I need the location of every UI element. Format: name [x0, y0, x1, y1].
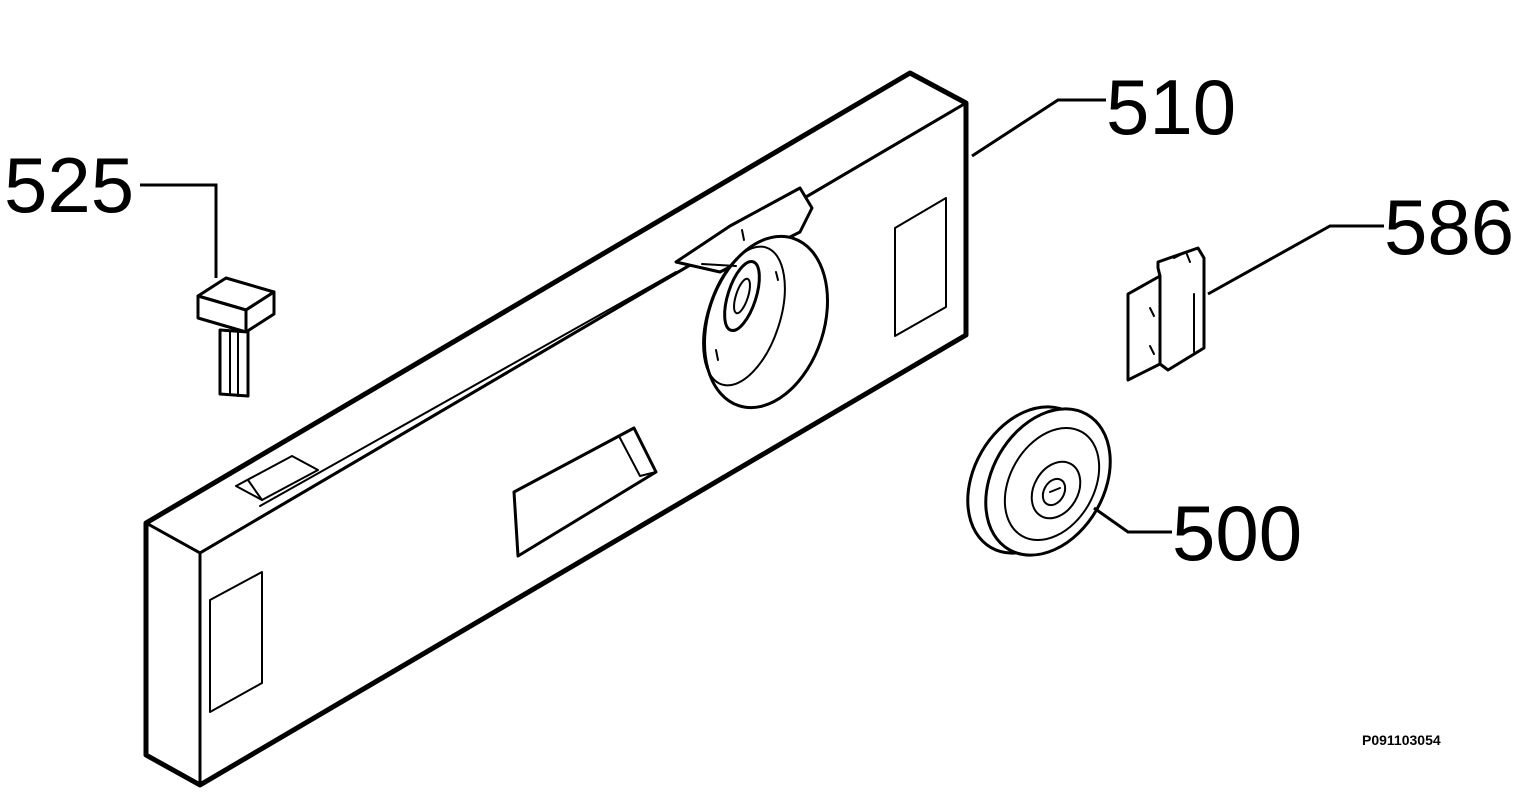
push-button-part: [196, 276, 276, 398]
callout-510: 510: [1106, 63, 1236, 151]
panel-right-window: [894, 197, 947, 337]
knob-housing: [674, 186, 830, 410]
panel-end-face: [144, 521, 202, 787]
callout-500: 500: [1172, 489, 1302, 577]
end-face-window: [209, 571, 263, 713]
panel-outline: [143, 70, 969, 788]
figure-reference-code: P091103054: [1362, 732, 1441, 748]
leader-525: [140, 183, 218, 278]
leader-586: [1207, 224, 1384, 296]
bracket-part: [1126, 246, 1206, 382]
top-slot: [235, 455, 319, 501]
control-panel-part: [143, 70, 969, 788]
callout-525: 525: [4, 141, 134, 229]
knob-part: [966, 405, 1112, 557]
leader-500: [1093, 506, 1172, 534]
leader-510: [971, 98, 1106, 158]
callout-586: 586: [1384, 183, 1514, 271]
